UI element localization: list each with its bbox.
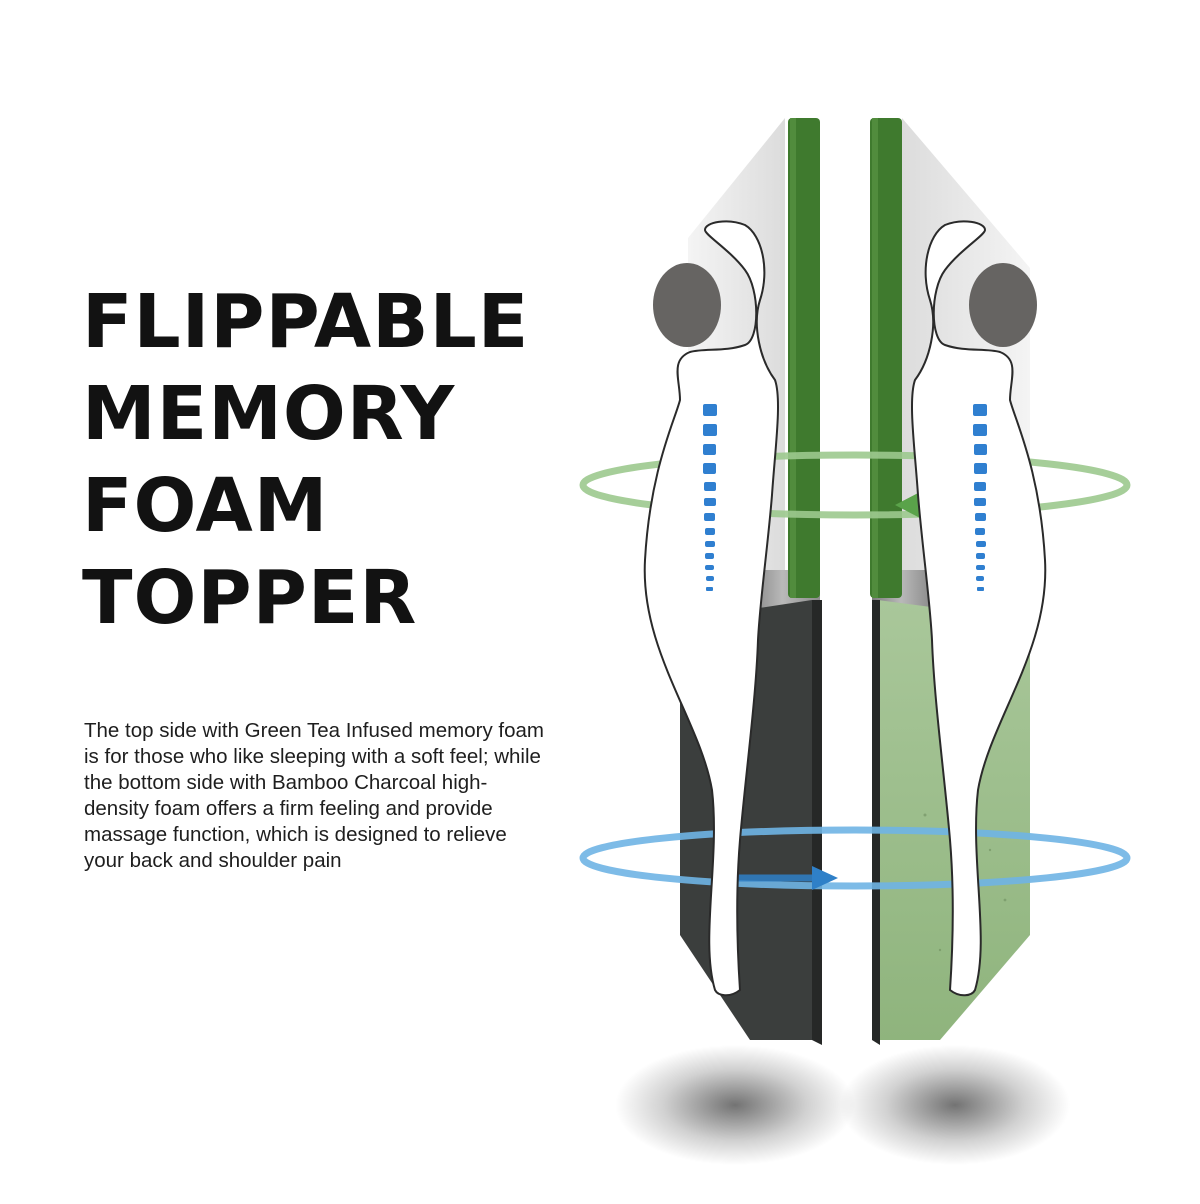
shadow-right bbox=[840, 1045, 1070, 1165]
description-text: The top side with Green Tea Infused memo… bbox=[84, 719, 544, 872]
left-charcoal-edge bbox=[812, 600, 822, 1045]
body-silhouette-right bbox=[911, 220, 1047, 997]
headline-line-1: FLIPPABLE bbox=[82, 279, 530, 365]
head-left bbox=[653, 263, 721, 347]
topper-illustration bbox=[560, 100, 1200, 1200]
spine-dots-left bbox=[703, 404, 717, 591]
rotate-arrow-blue-icon bbox=[579, 826, 1131, 890]
head-right bbox=[969, 263, 1037, 347]
body-silhouette-left bbox=[643, 220, 779, 997]
headline-line-4: TOPPER bbox=[82, 555, 418, 641]
spine-dots-right bbox=[973, 404, 987, 591]
headline: FLIPPABLE MEMORY FOAM TOPPER bbox=[82, 276, 602, 644]
shadow-left bbox=[615, 1045, 855, 1165]
headline-line-3: FOAM bbox=[82, 463, 329, 549]
headline-line-2: MEMORY bbox=[82, 371, 456, 457]
flippable-topper-graphic bbox=[579, 118, 1131, 1165]
right-charcoal-edge bbox=[872, 600, 880, 1045]
